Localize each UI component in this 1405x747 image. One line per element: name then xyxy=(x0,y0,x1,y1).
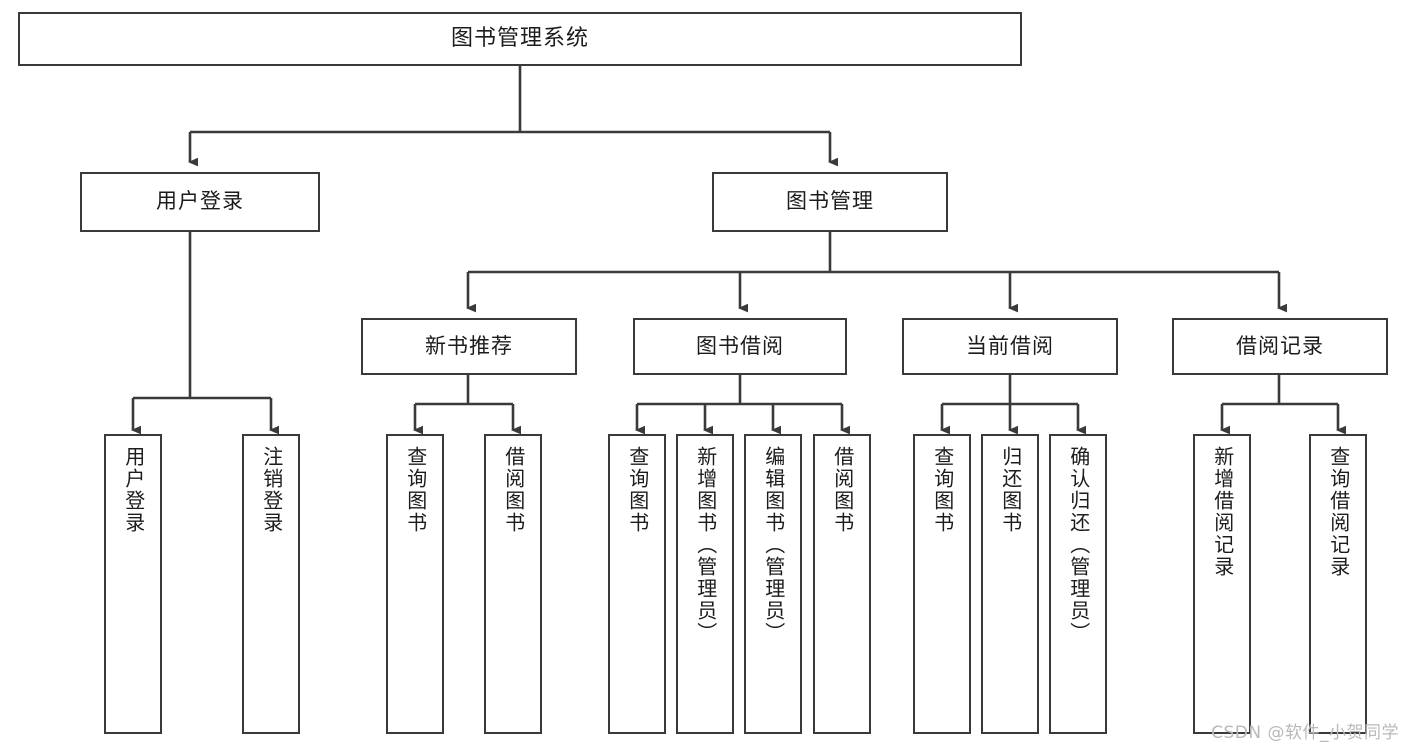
node-label: 编辑图书（管理员） xyxy=(761,446,786,644)
leaf-return-book[interactable]: 归还图书 xyxy=(981,434,1039,734)
leaf-add-book-admin[interactable]: 新增图书（管理员） xyxy=(676,434,734,734)
node-label: 新书推荐 xyxy=(425,333,513,358)
leaf-query-book-recommend[interactable]: 查询图书 xyxy=(386,434,444,734)
node-new-book-recommend[interactable]: 新书推荐 xyxy=(361,318,577,375)
csdn-watermark: CSDN @软件_小贺同学 xyxy=(1211,723,1399,743)
leaf-query-borrow-record[interactable]: 查询借阅记录 xyxy=(1309,434,1367,734)
leaf-add-borrow-record[interactable]: 新增借阅记录 xyxy=(1193,434,1251,734)
leaf-borrow-book[interactable]: 借阅图书 xyxy=(813,434,871,734)
leaf-query-book-borrow[interactable]: 查询图书 xyxy=(608,434,666,734)
node-book-borrow[interactable]: 图书借阅 xyxy=(633,318,847,375)
node-label: 当前借阅 xyxy=(966,333,1054,358)
node-label: 用户登录 xyxy=(156,189,244,214)
node-label: 确认归还（管理员） xyxy=(1066,446,1091,644)
node-label: 借阅记录 xyxy=(1236,333,1324,358)
node-borrow-records[interactable]: 借阅记录 xyxy=(1172,318,1388,375)
node-label: 归还图书 xyxy=(998,446,1023,534)
leaf-confirm-return-admin[interactable]: 确认归还（管理员） xyxy=(1049,434,1107,734)
node-label: 图书借阅 xyxy=(696,333,784,358)
node-label: 查询图书 xyxy=(930,446,955,534)
node-label: 查询图书 xyxy=(625,446,650,534)
leaf-logout-login[interactable]: 注销登录 xyxy=(242,434,300,734)
node-label: 借阅图书 xyxy=(830,446,855,534)
node-book-management[interactable]: 图书管理 xyxy=(712,172,948,232)
node-label: 查询图书 xyxy=(403,446,428,534)
leaf-borrow-book-recommend[interactable]: 借阅图书 xyxy=(484,434,542,734)
node-label: 新增图书（管理员） xyxy=(693,446,718,644)
node-label: 新增借阅记录 xyxy=(1210,446,1235,578)
node-user-login[interactable]: 用户登录 xyxy=(80,172,320,232)
leaf-query-book-current[interactable]: 查询图书 xyxy=(913,434,971,734)
node-current-borrow[interactable]: 当前借阅 xyxy=(902,318,1118,375)
node-label: 查询借阅记录 xyxy=(1326,446,1351,578)
node-label: 注销登录 xyxy=(259,446,284,534)
leaf-edit-book-admin[interactable]: 编辑图书（管理员） xyxy=(744,434,802,734)
node-label: 图书管理 xyxy=(786,189,874,214)
node-label: 用户登录 xyxy=(121,446,146,534)
node-root-book-management-system[interactable]: 图书管理系统 xyxy=(18,12,1022,66)
node-label: 借阅图书 xyxy=(501,446,526,534)
leaf-user-login[interactable]: 用户登录 xyxy=(104,434,162,734)
node-label: 图书管理系统 xyxy=(450,25,589,51)
